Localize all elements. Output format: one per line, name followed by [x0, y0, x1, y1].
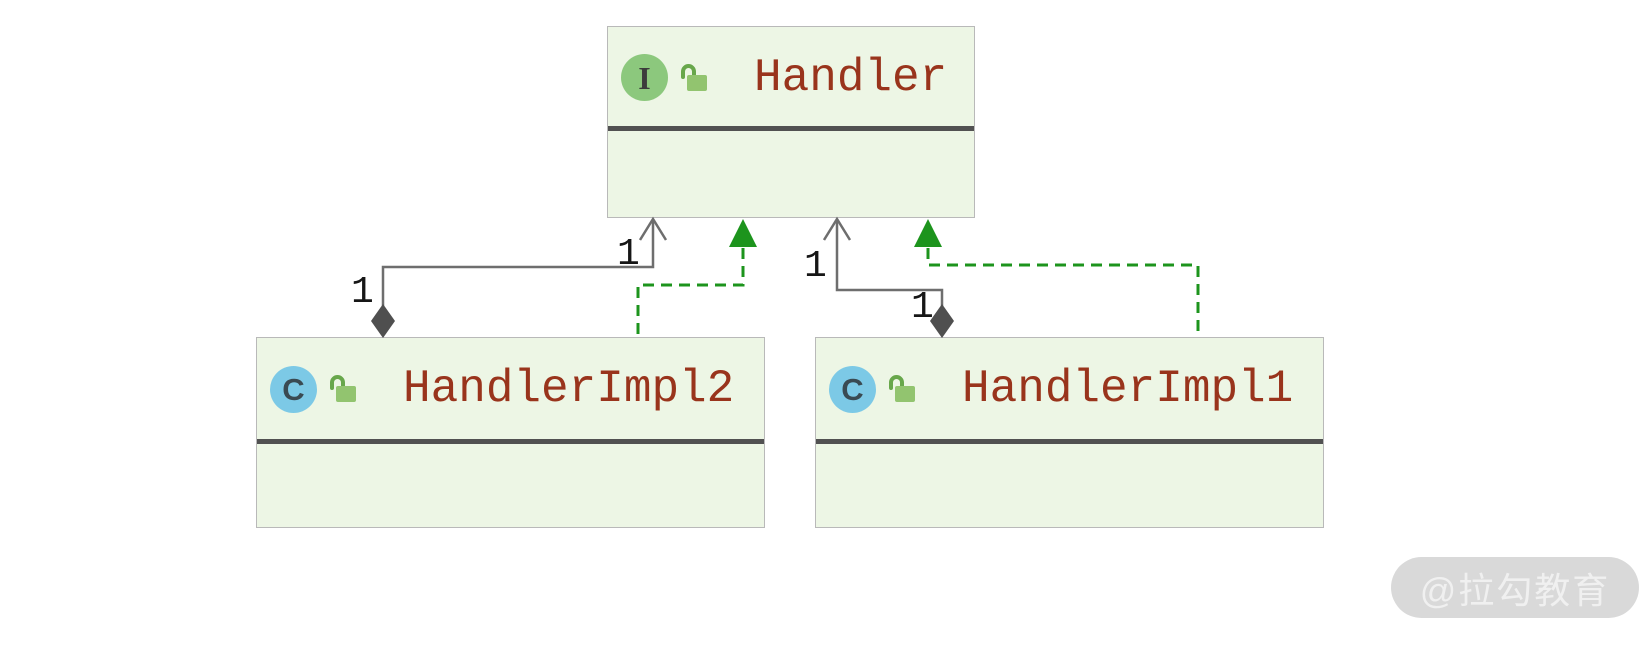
realization-edge-handlerimpl1-handler	[914, 219, 1200, 336]
node-body	[608, 131, 974, 217]
interface-badge-icon: I	[621, 54, 668, 101]
open-arrowhead	[822, 216, 852, 241]
open-lock-icon	[681, 63, 707, 91]
open-lock-icon	[889, 375, 915, 402]
node-body	[257, 443, 764, 527]
node-name: Handler	[754, 51, 948, 104]
realization-edge-handlerimpl2-handler	[636, 219, 757, 336]
multiplicity-label: 1	[351, 271, 374, 314]
triangle-arrowhead	[914, 219, 942, 247]
uml-node-handler: I Handler	[607, 26, 975, 218]
triangle-arrowhead	[729, 219, 757, 247]
class-badge-icon: C	[829, 365, 876, 413]
node-name: HandlerImpl1	[962, 363, 1294, 415]
node-name: HandlerImpl2	[403, 363, 735, 415]
multiplicity-label: 1	[617, 233, 640, 276]
open-arrowhead	[638, 216, 668, 241]
node-header: I Handler	[608, 27, 974, 128]
class-badge-icon: C	[270, 365, 317, 413]
open-lock-icon	[330, 375, 356, 402]
uml-node-handlerimpl2: C HandlerImpl2	[256, 337, 765, 528]
node-header: C HandlerImpl1	[816, 338, 1323, 440]
multiplicity-label: 1	[911, 286, 934, 329]
node-header: C HandlerImpl2	[257, 338, 764, 440]
aggregation-diamond	[371, 304, 395, 338]
multiplicity-label: 1	[804, 245, 827, 288]
watermark-badge: @拉勾教育	[1391, 557, 1639, 618]
node-divider	[816, 439, 1323, 444]
node-divider	[257, 439, 764, 444]
aggregation-edge-handlerimpl1-handler	[822, 216, 954, 338]
node-divider	[608, 126, 974, 131]
node-body	[816, 443, 1323, 527]
uml-node-handlerimpl1: C HandlerImpl1	[815, 337, 1324, 528]
